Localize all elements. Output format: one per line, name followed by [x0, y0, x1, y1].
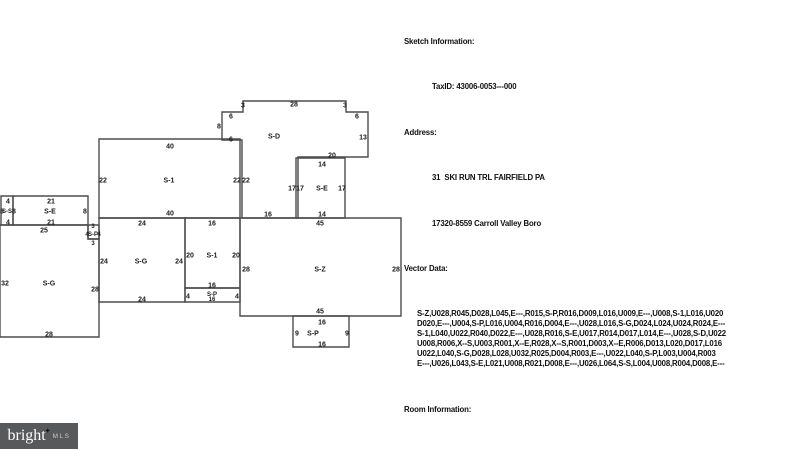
- dimension-label: 21: [47, 199, 55, 206]
- dimension-label: 3: [91, 241, 95, 247]
- dimension-label: 13: [359, 135, 367, 142]
- dimension-label: 32: [1, 281, 9, 288]
- vector-data-line: U008,R006,X--S,U003,R001,X--E,R028,X--S,…: [417, 339, 722, 349]
- dimension-label: 17: [338, 186, 346, 193]
- dimension-label: 9: [345, 331, 349, 338]
- dimension-label: 22: [99, 178, 107, 185]
- dimension-label: 16: [318, 342, 326, 349]
- dimension-label: 28: [242, 267, 250, 274]
- dimension-label: 22: [233, 178, 241, 185]
- sketch-information-header: Sketch Information:: [404, 37, 475, 46]
- room-outline-sp-bottom: [292, 315, 350, 348]
- vector-data-line: E---,U026,L043,S-E,L021,U008,R021,D008,E…: [417, 358, 725, 368]
- dimension-label: 8: [12, 209, 16, 216]
- dimension-label: 20: [232, 253, 240, 260]
- room-code-label: S-E: [44, 209, 56, 216]
- vector-data-line: S-Z,U028,R045,D028,L045,E---,R015,S-P,R0…: [417, 309, 724, 319]
- dimension-label: 4: [186, 294, 190, 301]
- dimension-label: 8: [83, 209, 87, 216]
- dimension-label: 45: [316, 309, 324, 316]
- dimension-label: 28: [290, 102, 298, 109]
- dimension-label: 45: [316, 221, 324, 228]
- dimension-label: 20: [328, 153, 336, 160]
- dimension-label: 6: [355, 114, 359, 121]
- room-code-label: S-D: [268, 134, 280, 141]
- vector-data-lines: S-Z,U028,R045,D028,L045,E---,R015,S-P,R0…: [404, 309, 800, 368]
- dimension-label: 20: [186, 253, 194, 260]
- dimension-label: 3: [91, 224, 95, 230]
- dimension-label: 14: [318, 162, 326, 169]
- dimension-label: 21: [47, 220, 55, 227]
- dimension-label: 28: [91, 287, 99, 294]
- bright-mls-logo: bright✦MLS: [0, 423, 78, 449]
- dimension-label: 3: [343, 103, 347, 110]
- room-outline-se-right: [295, 157, 346, 219]
- room-code-label: S-Z: [314, 267, 326, 274]
- dimension-label: 4: [85, 232, 89, 238]
- header-block: Sketch Information: TaxID: 43006-0053---…: [404, 1, 800, 309]
- logo-spark-icon: ✦: [44, 428, 51, 435]
- dimension-label: 6: [229, 114, 233, 121]
- dimension-label: 25: [40, 228, 48, 235]
- dimension-label: 24: [138, 221, 146, 228]
- room-information-header: Room Information:: [404, 404, 472, 414]
- room-code-label: S-G: [43, 281, 56, 288]
- dimension-label: 16: [209, 297, 216, 303]
- vector-data-header: Vector Data:: [404, 264, 448, 274]
- room-code-label: S-P: [307, 331, 319, 338]
- address-line-1: 31 SKI RUN TRL FAIRFIELD PA: [432, 173, 545, 183]
- dimension-label: 4: [97, 232, 101, 238]
- dimension-label: 8: [0, 209, 4, 216]
- vector-data-line: U022,L040,S-G,D028,L028,U032,R025,D004,R…: [417, 349, 716, 359]
- logo-brand-text: bright: [7, 427, 46, 444]
- dimension-label: 8: [217, 124, 221, 131]
- vector-data-line: D020,E---,U004,S-P,L016,U004,R016,D004,E…: [417, 319, 726, 329]
- dimension-label: 17: [296, 186, 304, 193]
- room-outline-sd-deck: [221, 100, 369, 219]
- room-outline-sz-main: [239, 217, 402, 317]
- address-line-2: 17320-8559 Carroll Valley Boro: [432, 218, 542, 228]
- dimension-label: 22: [242, 178, 250, 185]
- dimension-label: 40: [166, 211, 174, 218]
- dimension-label: 3: [241, 103, 245, 110]
- dimension-label: 4: [235, 294, 239, 301]
- dimension-label: 17: [288, 186, 296, 193]
- room-code-label: S-E: [316, 186, 328, 193]
- tax-id: TaxID: 43006-0053---000: [432, 82, 517, 92]
- dimension-label: 28: [45, 332, 53, 339]
- room-code-label: S-P: [88, 232, 98, 238]
- logo-suffix-text: MLS: [52, 432, 71, 440]
- vector-data-line: S-1,L040,U022,R040,D022,E---,U028,R016,S…: [417, 329, 726, 339]
- dimension-label: 9: [295, 331, 299, 338]
- dimension-label: 16: [208, 221, 216, 228]
- dimension-label: 28: [392, 267, 400, 274]
- dimension-label: 6: [229, 137, 233, 144]
- room-code-label: S-S: [2, 209, 12, 215]
- right-panel: Sketch Information: TaxID: 43006-0053---…: [404, 1, 800, 450]
- dimension-label: 24: [138, 297, 146, 304]
- dimension-label: 24: [175, 259, 183, 266]
- room-code-label: S-1: [207, 253, 218, 260]
- room-block: Room Information: S-Z : Two and one-half…: [404, 369, 800, 450]
- dimension-label: 4: [6, 220, 10, 227]
- room-code-label: S-G: [135, 259, 148, 266]
- dimension-label: 16: [318, 320, 326, 327]
- dimension-label: 24: [100, 259, 108, 266]
- room-code-label: S-1: [164, 178, 175, 185]
- room-code-label: S-P: [207, 292, 217, 298]
- address-header: Address:: [404, 127, 437, 137]
- dimension-label: 4: [6, 199, 10, 206]
- dimension-label: 40: [166, 144, 174, 151]
- dimension-label: 16: [208, 283, 216, 290]
- dimension-label: 14: [318, 212, 326, 219]
- dimension-label: 16: [264, 212, 272, 219]
